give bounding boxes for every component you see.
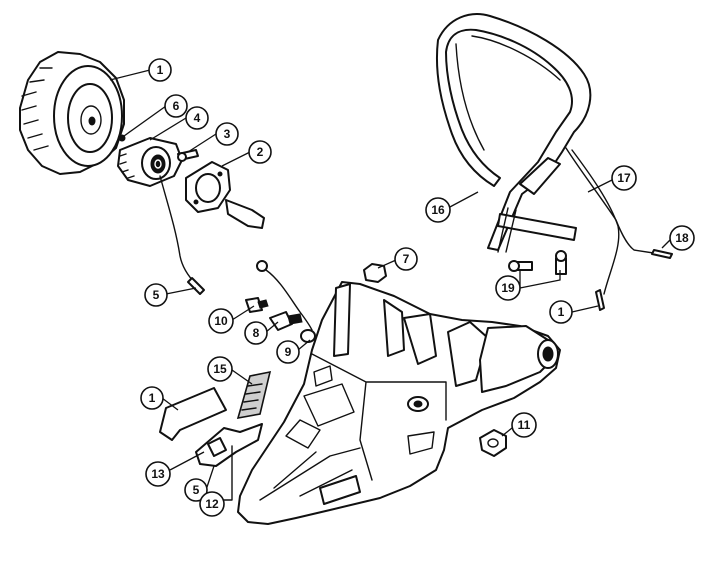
svg-text:9: 9: [285, 345, 292, 359]
svg-text:1: 1: [157, 63, 164, 77]
svg-text:13: 13: [151, 467, 165, 481]
svg-text:1: 1: [558, 305, 565, 319]
starter-pawl-carrier: [117, 134, 183, 187]
svg-text:17: 17: [617, 171, 631, 185]
svg-text:11: 11: [518, 418, 531, 432]
callout-11: 11: [511, 412, 537, 438]
callout-8: 8: [244, 321, 268, 345]
svg-text:7: 7: [403, 252, 410, 266]
ignition-plate: [185, 161, 265, 229]
callout-18: 18: [669, 225, 695, 251]
svg-text:6: 6: [173, 99, 180, 113]
callout-5-bottom: 5: [184, 478, 208, 502]
flywheel: [19, 51, 125, 175]
svg-text:2: 2: [257, 145, 264, 159]
switch-wires: [565, 147, 673, 311]
callout-15: 15: [207, 356, 233, 382]
svg-text:8: 8: [253, 326, 260, 340]
svg-text:12: 12: [205, 497, 219, 511]
callout-2: 2: [248, 140, 272, 164]
callouts: 1 6 4 3 2 5 7 10: [140, 58, 695, 517]
svg-text:1: 1: [149, 391, 156, 405]
callout-12: 12: [199, 491, 225, 517]
callout-17: 17: [611, 165, 637, 191]
ignition-wire: [159, 175, 205, 295]
svg-text:4: 4: [194, 111, 201, 125]
callout-16: 16: [425, 197, 451, 223]
callout-10: 10: [208, 308, 234, 334]
svg-text:19: 19: [501, 281, 515, 295]
callout-7: 7: [394, 247, 418, 271]
callout-1-right: 1: [549, 300, 573, 324]
svg-text:15: 15: [213, 362, 227, 376]
callout-13: 13: [145, 461, 171, 487]
callout-9: 9: [276, 340, 300, 364]
handlebar-screws: [508, 250, 567, 275]
callout-19: 19: [495, 275, 521, 301]
main-housing: [237, 281, 561, 525]
callout-6: 6: [164, 94, 188, 118]
svg-text:5: 5: [193, 483, 200, 497]
callout-1-left: 1: [140, 386, 164, 410]
nut-11: [479, 429, 507, 457]
handlebar: [435, 13, 592, 253]
callout-5-top: 5: [144, 283, 168, 307]
trigger-parts: [159, 370, 272, 501]
callout-1: 1: [148, 58, 172, 82]
small-bolts: [245, 297, 303, 331]
svg-text:5: 5: [153, 288, 160, 302]
svg-text:3: 3: [224, 127, 231, 141]
nut: [363, 263, 387, 283]
svg-text:16: 16: [431, 203, 445, 217]
leader-lines: [109, 69, 673, 491]
svg-text:10: 10: [214, 314, 228, 328]
callout-3: 3: [215, 122, 239, 146]
svg-text:18: 18: [675, 231, 689, 245]
callout-4: 4: [185, 106, 209, 130]
